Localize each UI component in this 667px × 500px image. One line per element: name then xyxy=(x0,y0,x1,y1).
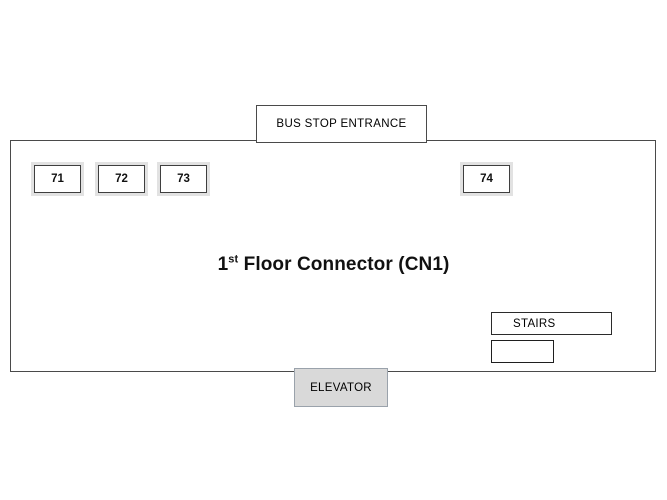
elevator-label: ELEVATOR xyxy=(310,381,372,394)
floor-title-ordinal: st xyxy=(228,253,239,266)
stairs-box[interactable]: STAIRS xyxy=(491,312,612,335)
room-label-73: 73 xyxy=(177,173,190,185)
floor-title-number: 1 xyxy=(217,254,229,275)
floor-title-rest: Floor Connector (CN1) xyxy=(238,254,450,275)
stairs-secondary-box[interactable] xyxy=(491,340,554,363)
room-label-72: 72 xyxy=(115,173,128,185)
room-inner-74: 74 xyxy=(463,165,510,193)
bus-stop-entrance-label: BUS STOP ENTRANCE xyxy=(276,118,407,130)
room-label-74: 74 xyxy=(480,173,493,185)
room-inner-71: 71 xyxy=(34,165,81,193)
room-box-73[interactable]: 73 xyxy=(157,162,210,196)
bus-stop-entrance-box[interactable]: BUS STOP ENTRANCE xyxy=(256,105,427,143)
room-label-71: 71 xyxy=(51,173,64,185)
room-box-72[interactable]: 72 xyxy=(95,162,148,196)
room-inner-72: 72 xyxy=(98,165,145,193)
floor-title: 1st Floor Connector (CN1) xyxy=(0,254,667,276)
room-inner-73: 73 xyxy=(160,165,207,193)
elevator-box[interactable]: ELEVATOR xyxy=(294,368,388,407)
room-box-71[interactable]: 71 xyxy=(31,162,84,196)
stairs-label: STAIRS xyxy=(513,317,556,330)
room-box-74[interactable]: 74 xyxy=(460,162,513,196)
